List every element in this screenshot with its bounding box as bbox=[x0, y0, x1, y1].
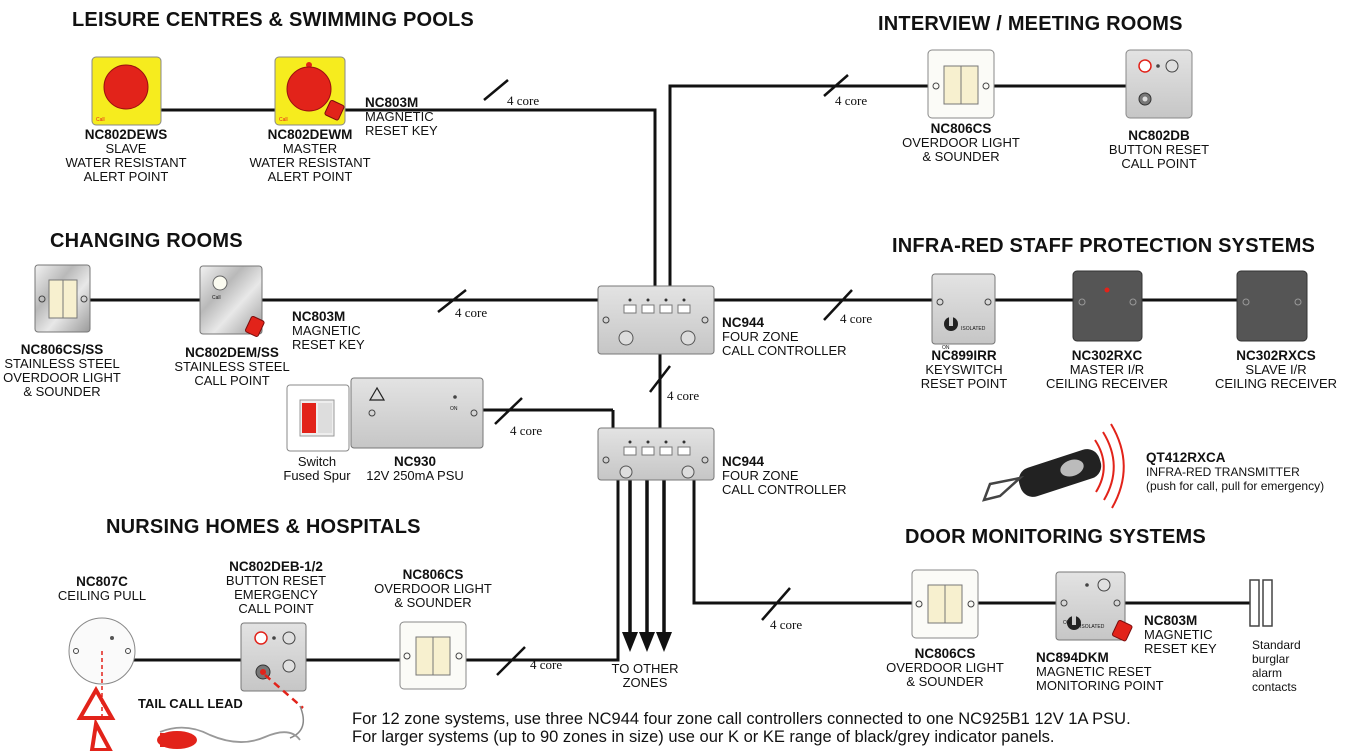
svg-text:Call: Call bbox=[96, 117, 105, 123]
cable-label: 4 core bbox=[510, 423, 543, 438]
svg-text:Call: Call bbox=[279, 117, 288, 123]
nc899irr-on-text: ON bbox=[942, 345, 950, 351]
section-title-nursing: NURSING HOMES & HOSPITALS bbox=[106, 516, 421, 538]
nc894dkm-on-text: ON bbox=[1063, 620, 1071, 626]
nc899irr-isolated-text: ISOLATED bbox=[961, 326, 986, 332]
cable-label: 4 core bbox=[770, 617, 803, 632]
footnote: For 12 zone systems, use three NC944 fou… bbox=[352, 710, 1131, 746]
nc302rxc-device bbox=[1072, 270, 1143, 342]
nc930-psu-device bbox=[350, 377, 484, 449]
nc802db-device bbox=[1125, 49, 1193, 119]
qt412rxca-transmitter bbox=[981, 423, 1125, 509]
nc899irr-device bbox=[931, 273, 996, 345]
cable-label: 4 core bbox=[667, 388, 700, 403]
cable-slashes bbox=[437, 74, 853, 676]
nc302rxcs-device bbox=[1236, 270, 1308, 342]
nc802dewm-device: Call bbox=[274, 56, 346, 126]
section-title-changing: CHANGING ROOMS bbox=[50, 230, 243, 252]
cable-label: 4 core bbox=[835, 93, 868, 108]
nc806cs-interview-device bbox=[927, 49, 995, 119]
nc807c-ceiling-pull bbox=[68, 617, 136, 751]
tail-call-lead bbox=[157, 726, 301, 749]
nc944-controller-a bbox=[597, 285, 715, 355]
zone-arrows bbox=[622, 480, 672, 652]
cable-label: 4 core bbox=[455, 305, 488, 320]
label-tail-call-lead: TAIL CALL LEAD bbox=[138, 696, 243, 711]
nc802demss-device bbox=[199, 265, 265, 337]
section-title-interview: INTERVIEW / MEETING ROOMS bbox=[878, 13, 1183, 35]
burglar-alarm-contacts bbox=[1249, 579, 1273, 627]
section-title-leisure: LEISURE CENTRES & SWIMMING POOLS bbox=[72, 9, 474, 31]
section-title-door: DOOR MONITORING SYSTEMS bbox=[905, 526, 1206, 548]
cable-label: 4 core bbox=[530, 657, 563, 672]
section-title-infrared: INFRA-RED STAFF PROTECTION SYSTEMS bbox=[892, 235, 1316, 257]
fused-spur-device bbox=[286, 384, 350, 452]
cable-label: 4 core bbox=[840, 311, 873, 326]
nc944-controller-b bbox=[597, 427, 715, 481]
nc894dkm-device bbox=[1055, 571, 1133, 642]
nc806cs-door-device bbox=[911, 569, 979, 639]
nc802demss-call-text: Call bbox=[212, 295, 221, 301]
nc806css-device bbox=[34, 264, 91, 333]
cable-label: 4 core bbox=[507, 93, 540, 108]
nc930-on-text: ON bbox=[450, 406, 458, 412]
nc802deb-device bbox=[240, 622, 307, 739]
nc802dews-device: Call bbox=[91, 56, 162, 126]
nc806cs-nursing-device bbox=[399, 621, 467, 690]
nc894dkm-isolated-text: ISOLATED bbox=[1080, 624, 1105, 630]
